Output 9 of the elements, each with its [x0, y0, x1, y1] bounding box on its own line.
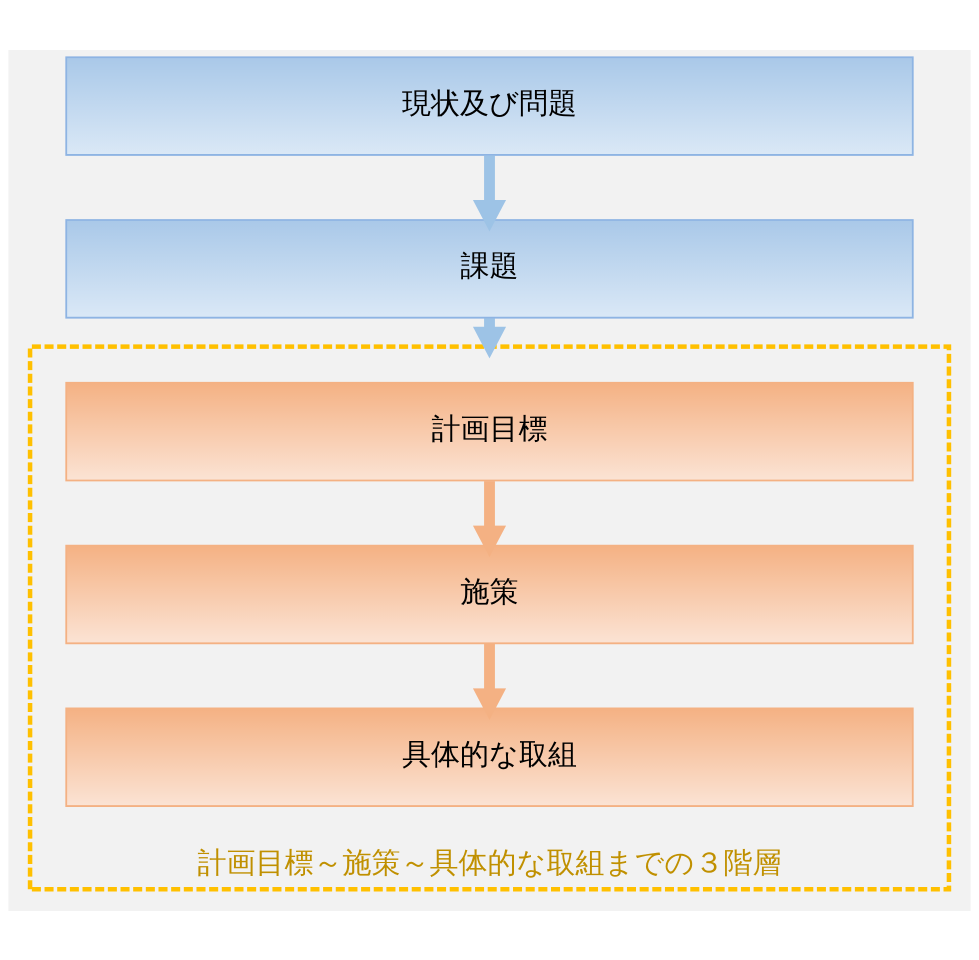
node-box: 具体的な取組 [65, 707, 914, 806]
node-box: 施策 [65, 544, 914, 644]
arrow [472, 318, 506, 358]
node-box: 計画目標 [65, 381, 914, 481]
arrow [472, 155, 506, 232]
node-box: 課題 [65, 218, 914, 318]
node-box: 現状及び問題 [65, 56, 914, 156]
arrow [472, 480, 506, 557]
arrow [472, 644, 506, 720]
